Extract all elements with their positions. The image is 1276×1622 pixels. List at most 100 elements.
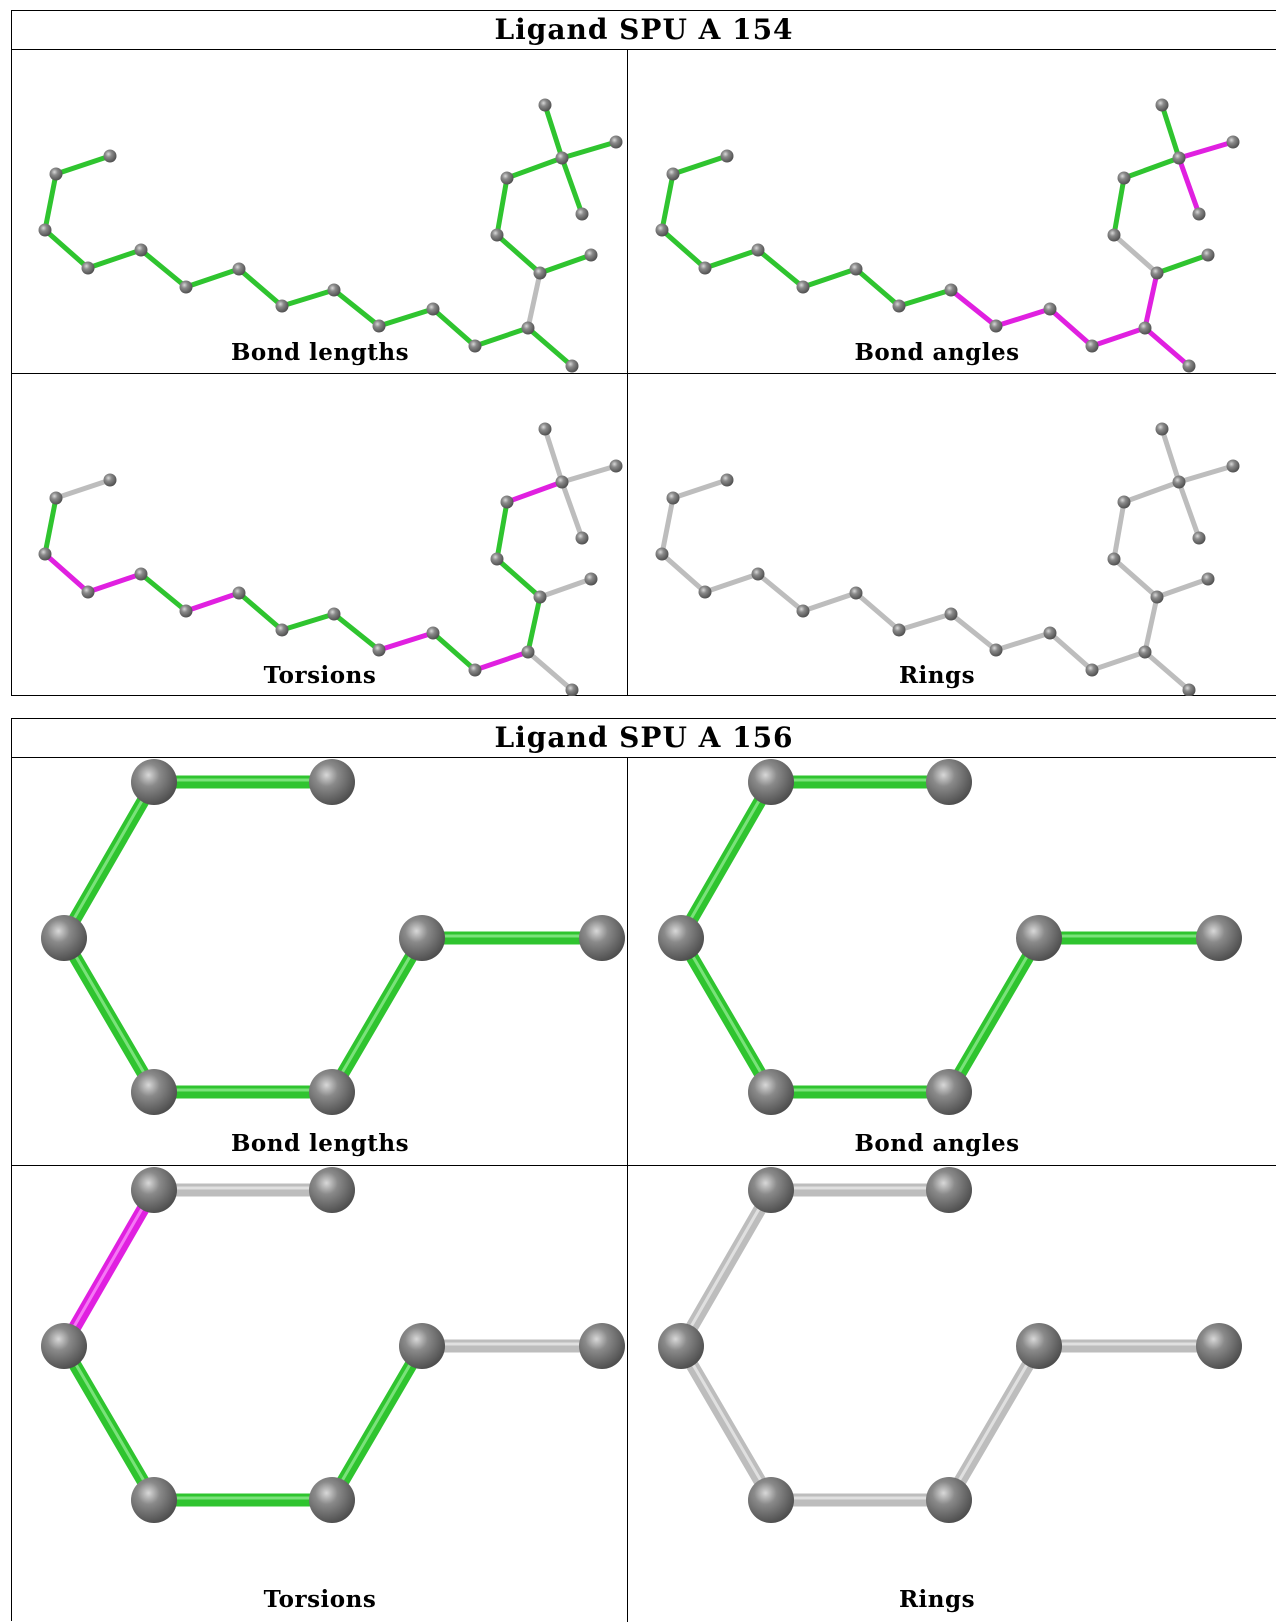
atom bbox=[131, 1069, 177, 1115]
bond-ok bbox=[331, 611, 382, 653]
atom bbox=[521, 321, 535, 335]
bond-none bbox=[1121, 479, 1182, 505]
atom bbox=[468, 339, 482, 353]
bond-ok bbox=[494, 232, 543, 276]
bond-none bbox=[659, 551, 708, 595]
atom bbox=[720, 473, 734, 487]
bond-ok bbox=[559, 155, 585, 217]
atom bbox=[584, 248, 598, 262]
atom bbox=[49, 167, 63, 181]
atom bbox=[372, 319, 386, 333]
atom bbox=[538, 98, 552, 112]
atom bbox=[1172, 475, 1186, 489]
atom bbox=[748, 1167, 794, 1213]
ligand-block: Ligand SPU A 156 Bond lengths Bond angle… bbox=[11, 718, 1276, 1622]
bond-highlight bbox=[62, 934, 156, 1092]
bond-ok bbox=[525, 325, 575, 369]
atom bbox=[609, 459, 623, 473]
atom bbox=[796, 604, 810, 618]
bond-ok bbox=[542, 102, 565, 161]
panel-caption: Torsions bbox=[263, 662, 377, 689]
atom bbox=[926, 1477, 972, 1523]
bond-ok bbox=[525, 594, 543, 655]
atom bbox=[796, 280, 810, 294]
atom bbox=[658, 915, 704, 961]
bond-highlight bbox=[679, 1342, 773, 1500]
atom bbox=[309, 1069, 355, 1115]
bond-none bbox=[525, 649, 575, 693]
atom bbox=[748, 1477, 794, 1523]
atom bbox=[399, 915, 445, 961]
bond-highlight bbox=[679, 778, 773, 938]
atom bbox=[989, 643, 1003, 657]
bond-none bbox=[670, 477, 730, 501]
bond-ok bbox=[853, 266, 902, 309]
bond-ok bbox=[896, 287, 954, 309]
panel-caption: Rings bbox=[898, 1586, 976, 1613]
atom bbox=[232, 586, 246, 600]
bond-outlier bbox=[1089, 325, 1148, 349]
bond-highlight bbox=[330, 1342, 424, 1500]
bond-ok bbox=[183, 266, 242, 290]
atom bbox=[579, 915, 625, 961]
atom bbox=[1150, 590, 1164, 604]
panel-caption: Torsions bbox=[263, 1586, 377, 1613]
panel-torsions: Torsions bbox=[12, 1166, 628, 1622]
atom bbox=[575, 207, 589, 221]
bond-outlier bbox=[183, 590, 242, 614]
bond-outlier bbox=[42, 551, 91, 595]
bond-ok bbox=[331, 287, 382, 329]
atom bbox=[1196, 915, 1242, 961]
bond-highlight bbox=[679, 1186, 773, 1346]
atom bbox=[1150, 266, 1164, 280]
atom bbox=[655, 547, 669, 561]
molecule-diagram bbox=[658, 759, 1242, 1115]
bond-ok bbox=[670, 153, 730, 177]
bond-none bbox=[1159, 426, 1182, 485]
bond-outlier bbox=[1176, 139, 1236, 161]
atom bbox=[179, 604, 193, 618]
bond-outlier bbox=[1176, 155, 1202, 217]
atom bbox=[103, 149, 117, 163]
atom bbox=[131, 1477, 177, 1523]
atom bbox=[41, 1323, 87, 1369]
bond-outlier bbox=[1142, 325, 1192, 369]
bond-ok bbox=[755, 247, 806, 290]
bond-none bbox=[702, 571, 761, 595]
bond-ok bbox=[430, 306, 478, 349]
bond-none bbox=[1111, 556, 1160, 600]
panel-bond-angles: Bond angles bbox=[629, 50, 1276, 373]
bond-outlier bbox=[504, 479, 565, 505]
atom bbox=[1155, 98, 1169, 112]
bond-ok bbox=[494, 499, 510, 562]
bond-highlight bbox=[947, 1342, 1041, 1500]
atom bbox=[134, 567, 148, 581]
atom bbox=[555, 475, 569, 489]
molecule-diagram bbox=[38, 422, 623, 696]
bond-highlight bbox=[330, 934, 424, 1092]
panel-caption: Bond lengths bbox=[230, 1130, 410, 1157]
atom bbox=[41, 915, 87, 961]
bond-none bbox=[53, 477, 113, 501]
bond-none bbox=[1142, 649, 1192, 693]
molecule-diagram bbox=[41, 1167, 625, 1523]
atom bbox=[131, 1167, 177, 1213]
atom bbox=[666, 491, 680, 505]
panel-caption: Bond angles bbox=[854, 1130, 1020, 1157]
panel-torsions: Torsions bbox=[12, 374, 628, 696]
atom bbox=[81, 261, 95, 275]
atom bbox=[38, 223, 52, 237]
panel-caption: Bond lengths bbox=[230, 339, 410, 366]
atom bbox=[1182, 683, 1196, 696]
bond-ok bbox=[1154, 252, 1211, 276]
atom bbox=[579, 1323, 625, 1369]
ligand-title: Ligand SPU A 154 bbox=[12, 11, 1276, 50]
atom bbox=[275, 623, 289, 637]
atom bbox=[103, 473, 117, 487]
atom bbox=[232, 262, 246, 276]
atom bbox=[698, 261, 712, 275]
atom bbox=[926, 759, 972, 805]
grid-divider bbox=[627, 758, 628, 1622]
bond-ok bbox=[1159, 102, 1182, 161]
atom bbox=[1138, 321, 1152, 335]
